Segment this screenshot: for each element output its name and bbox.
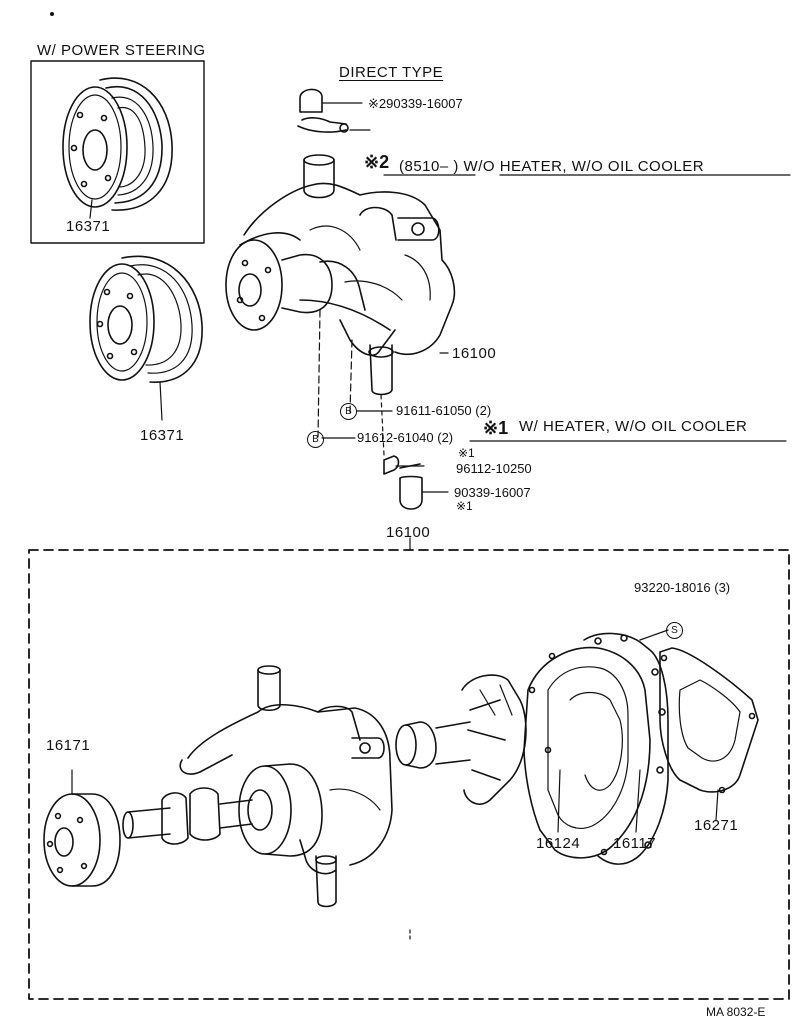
pulley-boxed-drawing (62, 77, 173, 219)
rotor-impeller-drawing (395, 674, 527, 805)
screw-marker-s: S (666, 622, 683, 639)
cover-gasket-part-number: 16271 (694, 817, 739, 834)
plug-note-ref: ※1 (456, 499, 473, 513)
direct-type-label: DIRECT TYPE (339, 64, 444, 81)
bolt-marker-b-lower: B (307, 431, 324, 448)
fan-pulley-drawing (43, 769, 121, 887)
pulley-boxed-part-number: 16371 (66, 218, 111, 235)
pump-assembly-header-part-number: 16100 (386, 524, 431, 541)
note1-mark: ※1 (483, 418, 509, 438)
bolt-b-part-number: 91612-61040 (2) (357, 430, 454, 445)
plug-part-number: 90339-16007 (454, 485, 531, 500)
pulley-lower-drawing (89, 255, 203, 421)
gasket-part-number: 16124 (536, 835, 581, 852)
note2-condition-text: (8510– ) W/O HEATER, W/O OIL COOLER (399, 158, 705, 175)
power-steering-box (30, 60, 205, 244)
power-steering-label: W/ POWER STEERING (37, 42, 206, 59)
pulley-lower-part-number: 16371 (140, 427, 185, 444)
heater-hose-parts (383, 440, 787, 510)
pump-body-exploded-drawing (179, 665, 393, 908)
plate-drawing (569, 629, 669, 865)
screw-part-number: 93220-18016 (3) (634, 580, 731, 595)
note1-condition-text: W/ HEATER, W/O OIL COOLER (519, 418, 748, 435)
exploded-view-frame (28, 549, 790, 1000)
note2-plug-part-number: ※290339-16007 (368, 96, 463, 111)
direct-type-hose-parts (297, 88, 791, 176)
note2-mark: ※2 (364, 152, 390, 172)
bolt-marker-b-upper: B (340, 403, 357, 420)
bolt-a-part-number: 91611-61050 (2) (396, 403, 492, 418)
figure-code: MA 8032-E (706, 1005, 766, 1019)
fan-pulley-part-number: 16171 (46, 737, 91, 754)
clamp-note-ref: ※1 (458, 446, 475, 460)
gasket-drawing (523, 646, 651, 859)
plate-part-number: 16117 (613, 835, 657, 852)
clamp-part-number: 96112-10250 (456, 461, 532, 476)
pump-assembly-part-number: 16100 (452, 345, 497, 362)
shaft-bearing-drawing (122, 787, 253, 845)
pump-assembly-upper-drawing (225, 154, 456, 456)
cover-gasket-drawing (659, 647, 759, 821)
